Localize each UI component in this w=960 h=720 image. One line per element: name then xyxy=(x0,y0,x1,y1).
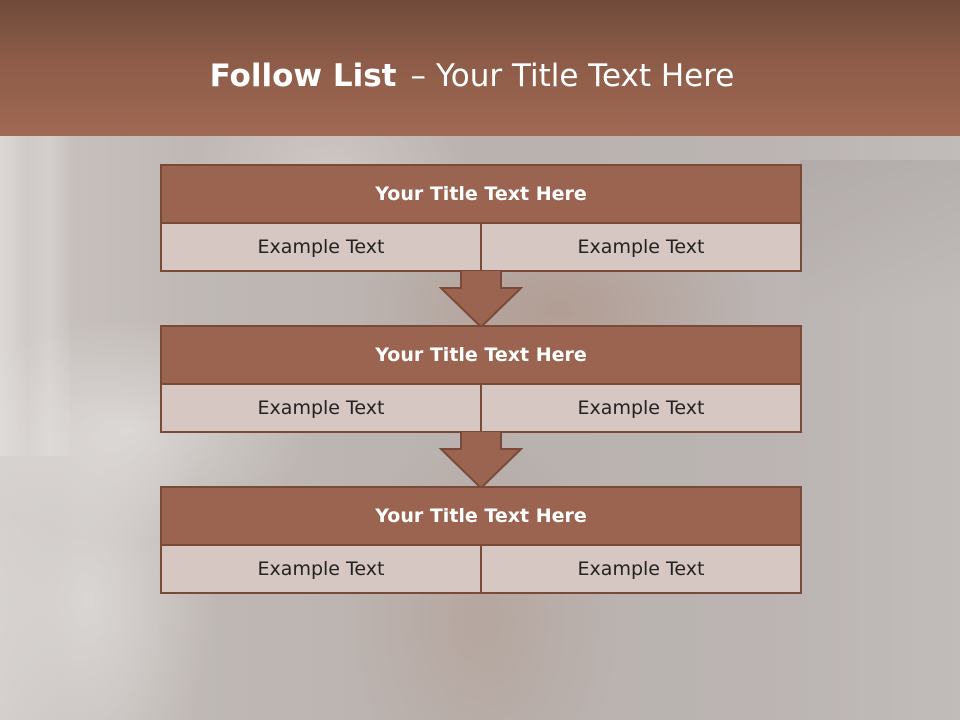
down-arrow-icon xyxy=(439,270,523,328)
step-title: Your Title Text Here xyxy=(162,166,800,224)
step-row: Example Text Example Text xyxy=(162,224,800,270)
step-cell-left: Example Text xyxy=(162,385,480,431)
slide-title-bold: Follow List xyxy=(209,58,397,94)
background-piano xyxy=(800,160,960,310)
slide-title-rest: Your Title Text Here xyxy=(435,58,735,94)
step-cell-right: Example Text xyxy=(480,385,800,431)
step-title: Your Title Text Here xyxy=(162,488,800,546)
step-cell-right: Example Text xyxy=(480,224,800,270)
step-box-3: Your Title Text Here Example Text Exampl… xyxy=(160,486,802,594)
step-box-1: Your Title Text Here Example Text Exampl… xyxy=(160,164,802,272)
step-row: Example Text Example Text xyxy=(162,385,800,431)
step-cell-right: Example Text xyxy=(480,546,800,592)
step-cell-left: Example Text xyxy=(162,224,480,270)
header-band: Follow List–Your Title Text Here xyxy=(0,0,960,136)
down-arrow-icon xyxy=(439,431,523,489)
step-row: Example Text Example Text xyxy=(162,546,800,592)
step-cell-left: Example Text xyxy=(162,546,480,592)
step-box-2: Your Title Text Here Example Text Exampl… xyxy=(160,325,802,433)
background-curtain xyxy=(0,136,70,456)
step-title: Your Title Text Here xyxy=(162,327,800,385)
slide-title-separator: – xyxy=(410,58,426,94)
slide-title: Follow List–Your Title Text Here xyxy=(0,56,944,96)
